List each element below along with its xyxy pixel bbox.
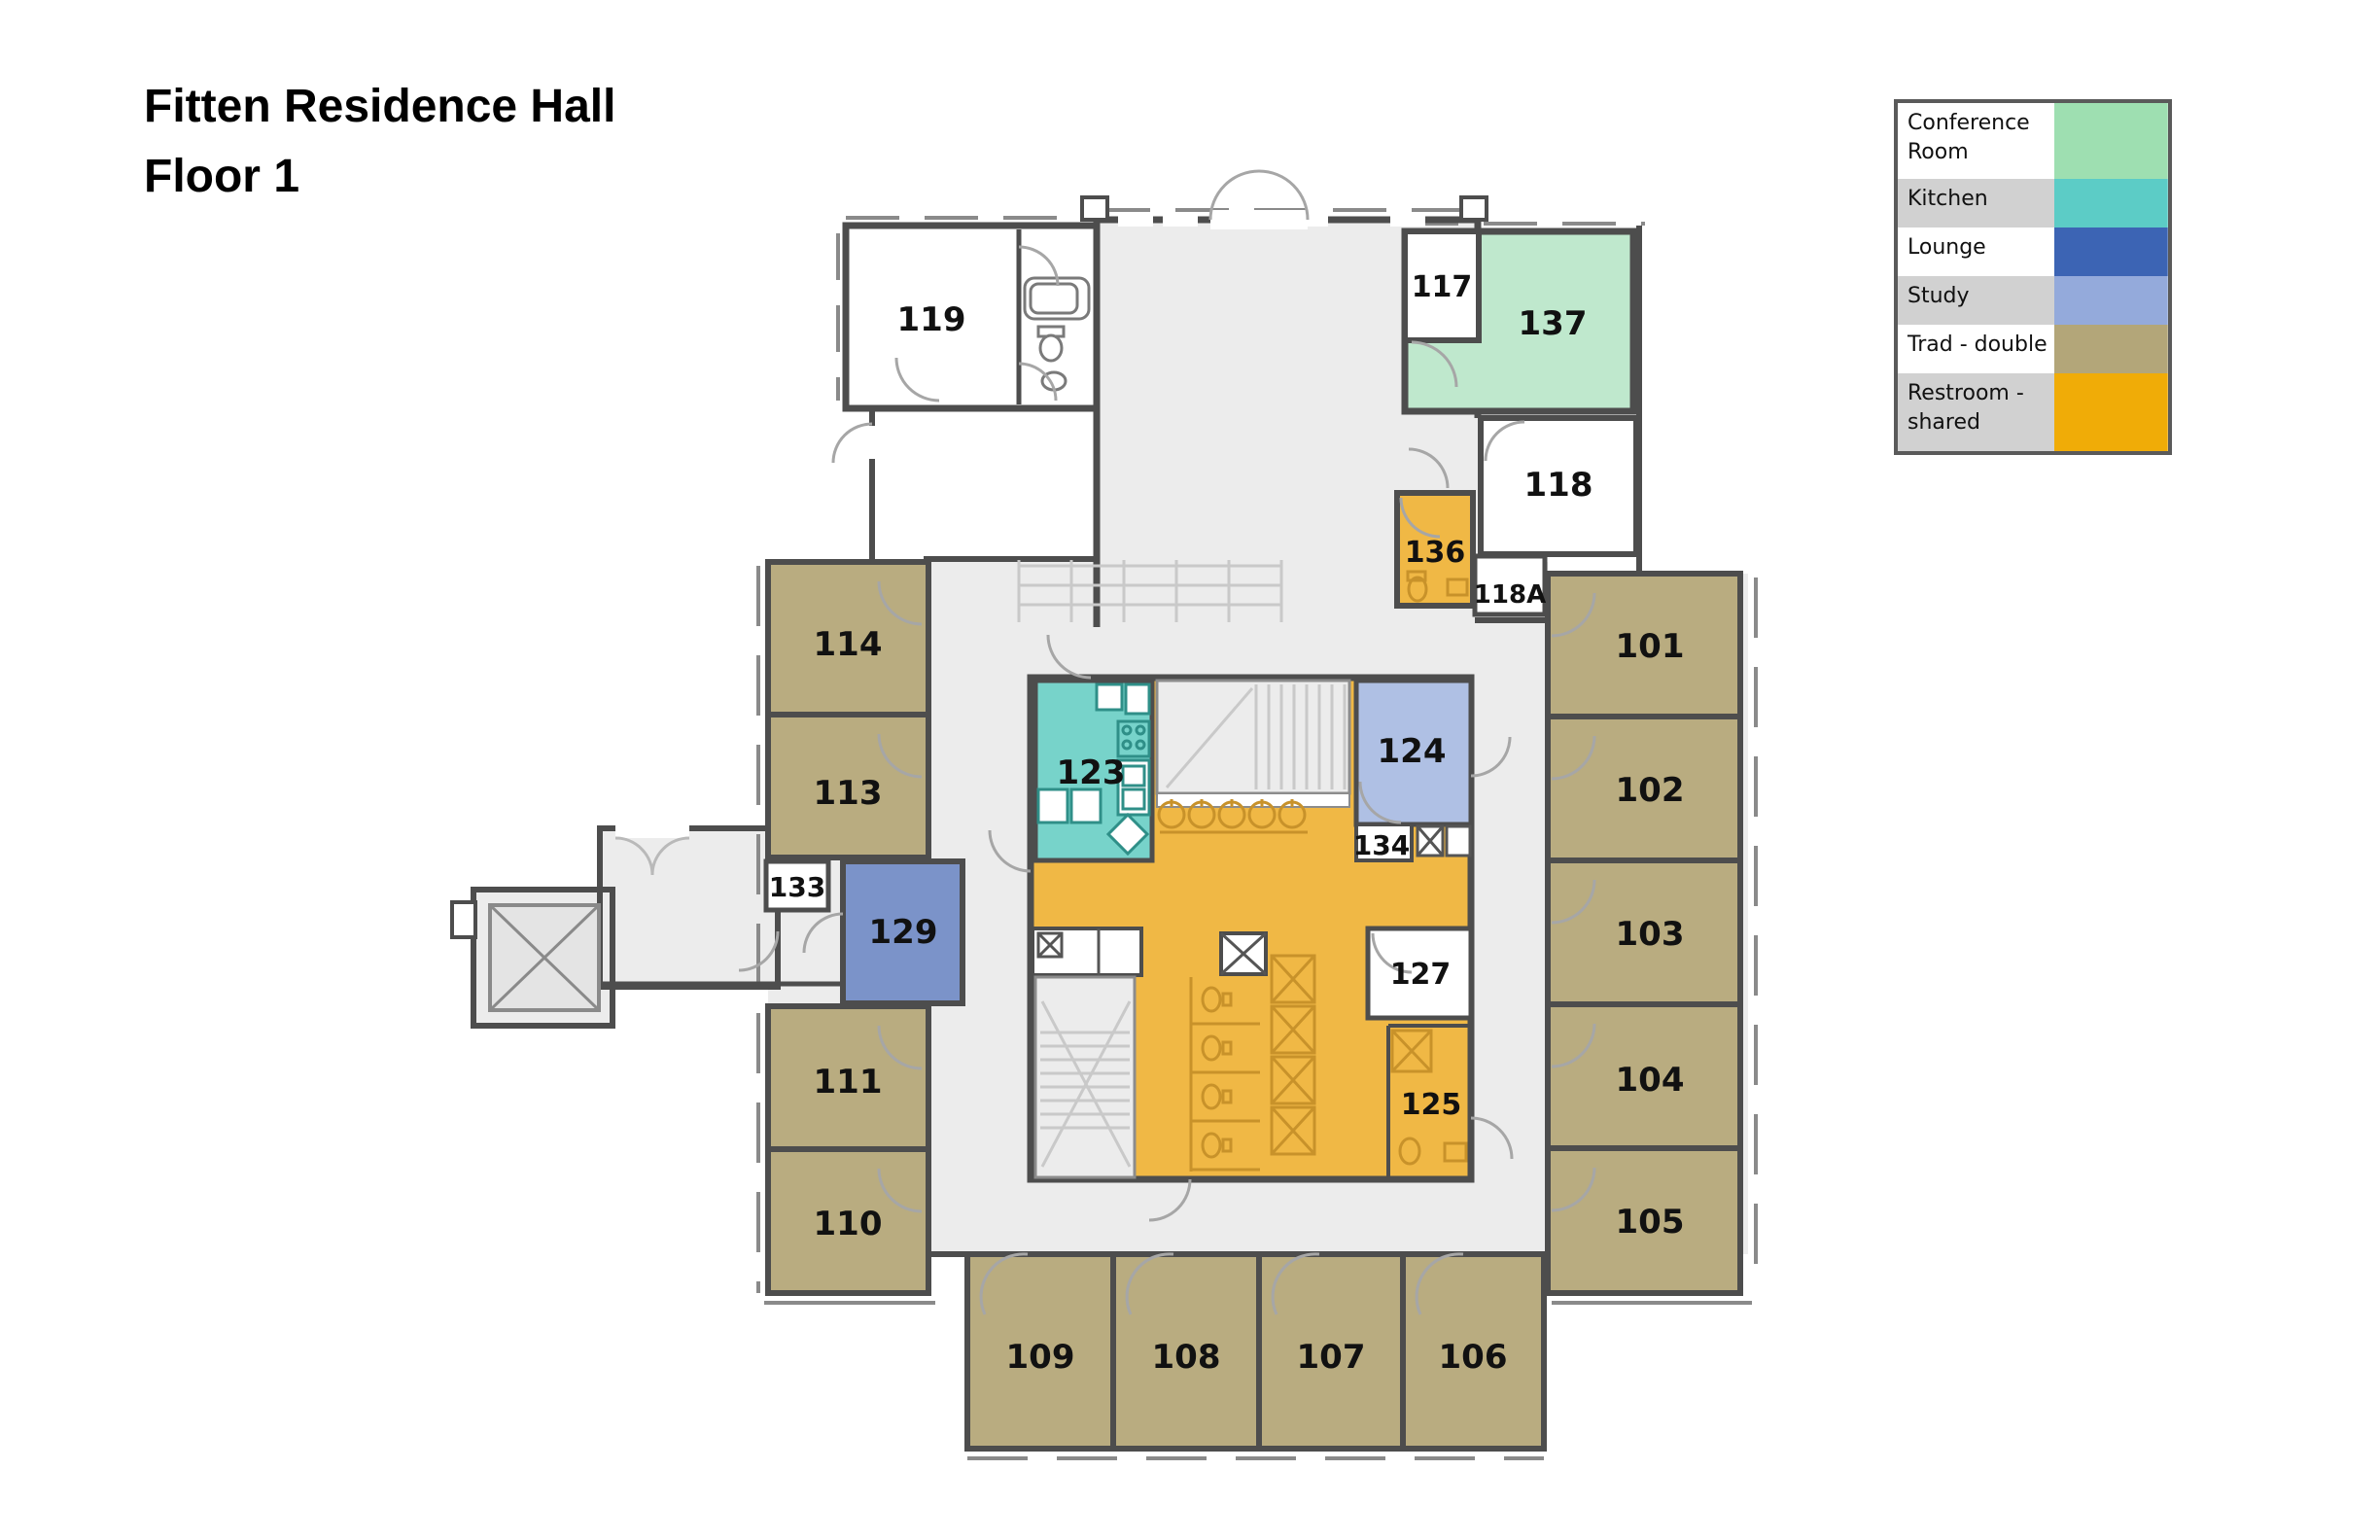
room-118-label: 118 xyxy=(1524,466,1593,505)
room-111 xyxy=(765,1003,931,1152)
page-title: Fitten Residence Hall Floor 1 xyxy=(144,72,615,212)
legend-label-restroom: Restroom - shared xyxy=(1898,373,2055,451)
door-arcs xyxy=(738,245,1596,1315)
room-104 xyxy=(1545,1001,1743,1151)
shower-and-fixtures-125 xyxy=(1390,1029,1468,1166)
vestibule-interior xyxy=(603,831,775,984)
room-124-label: 124 xyxy=(1378,732,1447,771)
lounge-color xyxy=(2054,228,2168,276)
legend-row-trad: Trad - double xyxy=(1898,325,2168,373)
kitchen-color xyxy=(2054,179,2168,228)
room-136-label: 136 xyxy=(1405,536,1466,570)
legend-row-lounge: Lounge xyxy=(1898,228,2168,276)
room-105-label: 105 xyxy=(1616,1203,1685,1242)
utility-closet xyxy=(1031,927,1143,977)
toilet-stalls xyxy=(1189,977,1260,1172)
room-107-label: 107 xyxy=(1297,1338,1366,1377)
room-108-label: 108 xyxy=(1152,1338,1221,1377)
room-104-label: 104 xyxy=(1616,1061,1685,1100)
legend-row-kitchen: Kitchen xyxy=(1898,179,2168,228)
room-106-label: 106 xyxy=(1439,1338,1508,1377)
room-111-label: 111 xyxy=(814,1063,883,1102)
room-127-label: 127 xyxy=(1390,958,1452,992)
vestibule-doors xyxy=(614,836,690,876)
room-125-walls xyxy=(1386,1024,1471,1176)
room-103-label: 103 xyxy=(1616,915,1685,954)
shower-stalls xyxy=(1270,954,1316,1156)
lobby-entry-doors xyxy=(1208,169,1310,221)
room-123-label: 123 xyxy=(1057,753,1126,792)
legend-label-trad: Trad - double xyxy=(1908,332,2048,357)
legend-swatch-conference xyxy=(2054,103,2168,179)
stairs-upper-treads xyxy=(1165,684,1347,789)
room-106 xyxy=(1400,1251,1547,1452)
room-102 xyxy=(1545,714,1743,863)
core-shaft-x xyxy=(1219,931,1268,976)
legend-label-conference: Conference Room xyxy=(1908,111,2030,164)
room-125-label: 125 xyxy=(1401,1088,1462,1122)
stairs-lower-treads xyxy=(1040,1000,1132,1168)
room-113-label: 113 xyxy=(814,774,883,813)
room-101-label: 101 xyxy=(1616,627,1685,666)
room-107 xyxy=(1256,1251,1406,1452)
floor-name: Floor 1 xyxy=(144,151,300,202)
trad-color xyxy=(2054,325,2168,373)
room-105 xyxy=(1545,1145,1743,1296)
atrium-railing xyxy=(1017,560,1283,622)
room-129 xyxy=(840,858,965,1006)
laundry-machines xyxy=(1416,824,1472,858)
room-108 xyxy=(1110,1251,1262,1452)
lobby-corner-pier-left xyxy=(1080,195,1109,222)
room-109-label: 109 xyxy=(1006,1338,1075,1377)
vestibule-door-gap xyxy=(615,822,689,838)
bathroom-fixtures-136 xyxy=(1406,570,1469,603)
lobby-corner-pier-right xyxy=(1459,195,1488,222)
room-137-label: 137 xyxy=(1519,304,1588,343)
room-119-label: 119 xyxy=(897,300,966,339)
elevator-stub xyxy=(450,900,477,939)
room-129-label: 129 xyxy=(869,913,938,952)
room-110-label: 110 xyxy=(814,1205,883,1243)
room-127 xyxy=(1365,926,1474,1021)
lobby-window-gaps xyxy=(1118,210,1425,229)
kitchen-fixtures xyxy=(1036,682,1151,857)
legend-swatch-lounge xyxy=(2054,228,2168,276)
legend-label-lounge: Lounge xyxy=(1908,235,1986,260)
room-113 xyxy=(765,712,931,860)
room-134 xyxy=(1354,822,1414,862)
room-117-label: 117 xyxy=(1412,270,1473,304)
legend-label-study: Study xyxy=(1898,276,2055,325)
utility-closet-detail xyxy=(1036,928,1101,975)
legend-swatch-trad xyxy=(2054,325,2168,373)
legend-swatch-kitchen xyxy=(2054,179,2168,228)
room-118a-label: 118A xyxy=(1474,580,1546,610)
room-109 xyxy=(964,1251,1116,1452)
room-110 xyxy=(765,1146,931,1296)
room-114-label: 114 xyxy=(814,625,883,664)
room-101 xyxy=(1545,571,1743,719)
room-134-label: 134 xyxy=(1353,829,1410,861)
restroom-color xyxy=(2054,373,2168,451)
legend-row-restroom: Restroom - shared xyxy=(1898,373,2168,451)
room-102-label: 102 xyxy=(1616,771,1685,810)
legend-swatch-restroom xyxy=(2054,373,2168,451)
legend: Conference Room Kitchen Lounge Study Tra… xyxy=(1894,99,2172,455)
legend-swatch-study xyxy=(2054,276,2168,325)
legend-row-conference: Conference Room xyxy=(1898,103,2168,179)
restroom-sinks xyxy=(1157,799,1308,834)
room-133-label: 133 xyxy=(769,871,825,903)
room-117 xyxy=(1402,228,1482,343)
conference-color xyxy=(2054,103,2168,179)
room-118 xyxy=(1478,415,1639,557)
room-labels: 119 117 137 118 136 118A 114 113 133 129… xyxy=(769,270,1685,1377)
room-133 xyxy=(763,858,831,913)
elevator-x xyxy=(488,903,601,1012)
study-color xyxy=(2054,276,2168,325)
building-name: Fitten Residence Hall xyxy=(144,81,616,132)
legend-label-kitchen: Kitchen xyxy=(1898,179,2055,228)
legend-row-study: Study xyxy=(1898,276,2168,325)
